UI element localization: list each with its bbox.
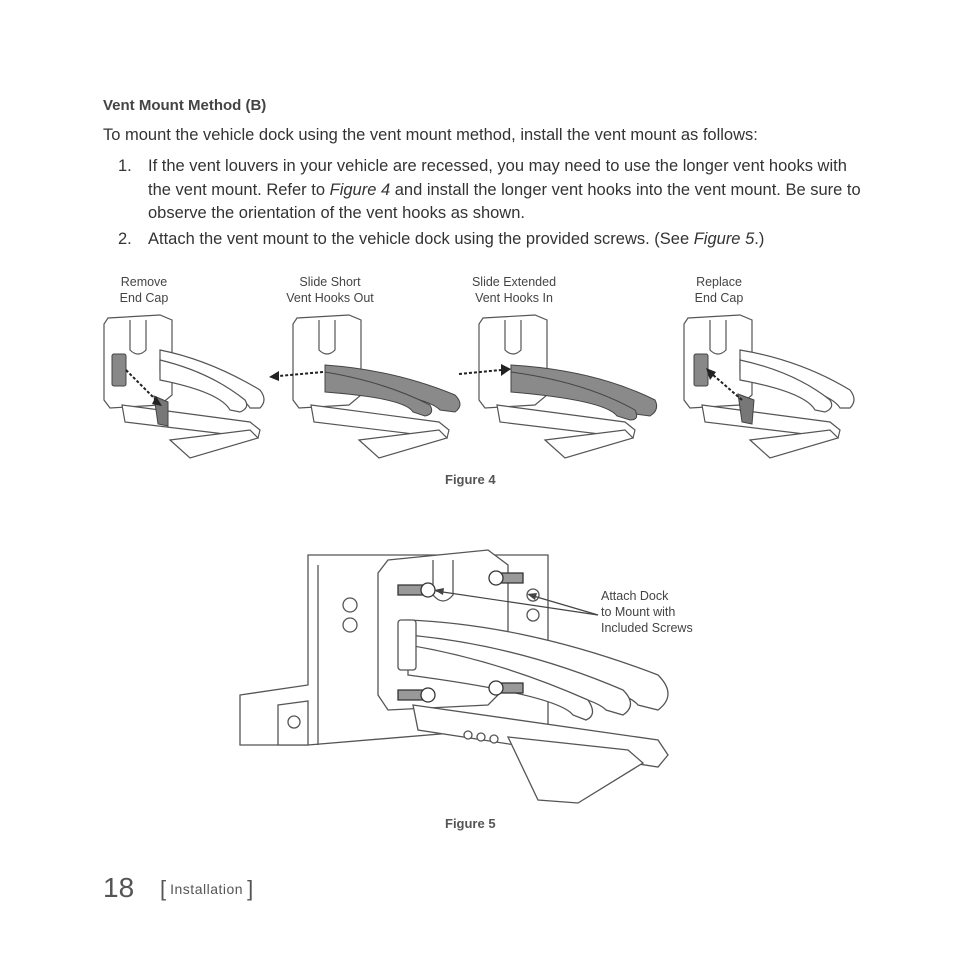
bracket-open: [: [160, 876, 167, 901]
figure-reference: Figure 4: [329, 180, 391, 199]
fig4-illustration-slide-out: [269, 314, 461, 459]
list-number: 2.: [118, 230, 132, 248]
section-heading: Vent Mount Method (B): [103, 97, 267, 114]
list-text: Attach the vent mount to the vehicle doc…: [148, 230, 765, 248]
list-number: 1.: [118, 157, 132, 175]
section-label: [Installation]: [160, 876, 253, 902]
bracket-close: ]: [247, 876, 254, 901]
page-number: 18: [103, 872, 135, 903]
fig4-illustration-replace: [683, 314, 855, 459]
fig4-illustration-slide-in: [458, 314, 658, 459]
fig5-illustration: [239, 549, 669, 804]
intro-paragraph: To mount the vehicle dock using the vent…: [103, 126, 758, 144]
fig5-callout: Attach Dock to Mount with Included Screw…: [601, 589, 693, 635]
figure-5-caption: Figure 5: [445, 816, 496, 831]
figure-4-caption: Figure 4: [445, 472, 496, 487]
section-name: Installation: [170, 881, 244, 897]
fig4-illustration-remove: [103, 314, 265, 459]
figure-reference: Figure 5: [693, 230, 755, 248]
list-text: If the vent louvers in your vehicle are …: [148, 157, 861, 222]
